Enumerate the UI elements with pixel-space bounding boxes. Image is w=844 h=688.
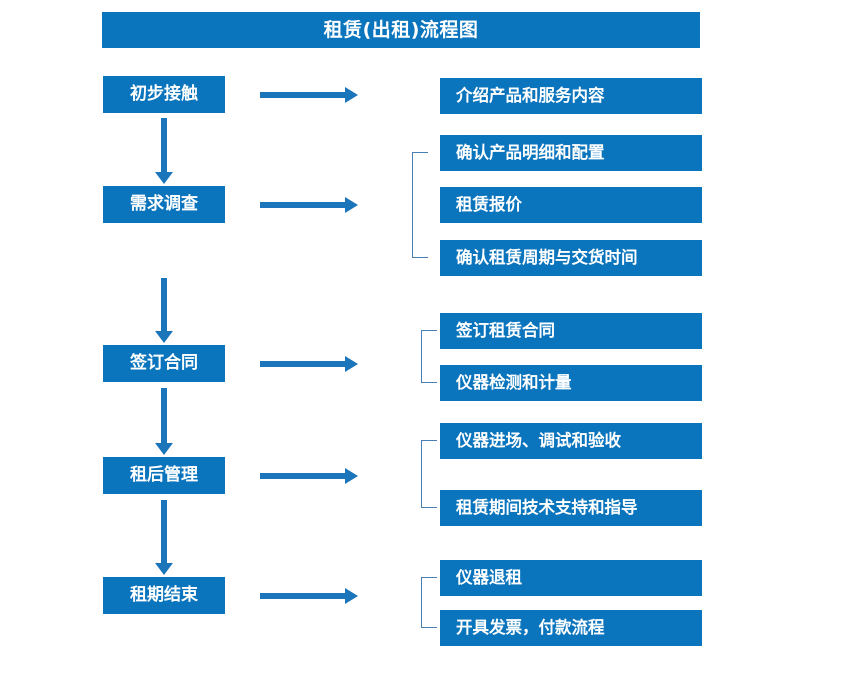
horizontal-arrow-2 <box>260 197 358 213</box>
detail-label: 签订租赁合同 <box>456 320 555 340</box>
detail-label: 仪器检测和计量 <box>456 372 572 392</box>
horizontal-arrow-1 <box>260 87 358 103</box>
vertical-arrow-1 <box>155 118 173 184</box>
detail-label: 介绍产品和服务内容 <box>456 85 605 105</box>
stage-label: 需求调查 <box>130 194 198 214</box>
arrow-shaft <box>161 500 167 563</box>
group-bracket-2 <box>412 152 428 258</box>
detail-label: 仪器退租 <box>456 567 522 587</box>
stage-box-4[interactable]: 租后管理 <box>103 457 225 494</box>
stage-box-3[interactable]: 签订合同 <box>103 345 225 382</box>
detail-box-7[interactable]: 仪器进场、调试和验收 <box>440 423 702 459</box>
vertical-arrow-2 <box>155 278 173 343</box>
group-bracket-4 <box>421 440 437 508</box>
page-title: 租赁(出租)流程图 <box>323 18 479 41</box>
detail-label: 仪器进场、调试和验收 <box>456 430 621 450</box>
stage-label: 初步接触 <box>130 84 198 104</box>
arrow-shaft <box>161 278 167 331</box>
stage-box-5[interactable]: 租期结束 <box>103 577 225 614</box>
arrow-shaft <box>260 473 345 479</box>
stage-label: 租后管理 <box>130 465 198 485</box>
detail-box-2[interactable]: 确认产品明细和配置 <box>440 135 702 171</box>
stage-box-2[interactable]: 需求调查 <box>103 186 225 223</box>
detail-label: 确认产品明细和配置 <box>456 142 605 162</box>
detail-box-3[interactable]: 租赁报价 <box>440 187 702 223</box>
arrow-head-icon <box>155 331 173 343</box>
detail-label: 开具发票，付款流程 <box>456 617 605 637</box>
detail-label: 确认租赁周期与交货时间 <box>456 247 638 267</box>
detail-label: 租赁期间技术支持和指导 <box>456 497 638 517</box>
arrow-shaft <box>260 361 345 367</box>
stage-label: 租期结束 <box>130 585 198 605</box>
horizontal-arrow-5 <box>260 588 358 604</box>
group-bracket-5 <box>421 577 437 628</box>
arrow-shaft <box>260 92 345 98</box>
detail-box-8[interactable]: 租赁期间技术支持和指导 <box>440 490 702 526</box>
arrow-head-icon <box>345 356 358 372</box>
stage-box-1[interactable]: 初步接触 <box>103 76 225 113</box>
horizontal-arrow-3 <box>260 356 358 372</box>
detail-box-6[interactable]: 仪器检测和计量 <box>440 365 702 401</box>
vertical-arrow-3 <box>155 388 173 455</box>
chart-title-bar: 租赁(出租)流程图 <box>102 12 700 48</box>
arrow-head-icon <box>345 468 358 484</box>
detail-box-9[interactable]: 仪器退租 <box>440 560 702 596</box>
vertical-arrow-4 <box>155 500 173 575</box>
arrow-head-icon <box>155 563 173 575</box>
group-bracket-3 <box>421 330 437 383</box>
arrow-head-icon <box>345 588 358 604</box>
detail-box-5[interactable]: 签订租赁合同 <box>440 313 702 349</box>
detail-box-1[interactable]: 介绍产品和服务内容 <box>440 78 702 114</box>
detail-box-4[interactable]: 确认租赁周期与交货时间 <box>440 240 702 276</box>
arrow-shaft <box>260 593 345 599</box>
arrow-shaft <box>161 118 167 172</box>
arrow-shaft <box>161 388 167 443</box>
arrow-head-icon <box>345 87 358 103</box>
arrow-head-icon <box>345 197 358 213</box>
arrow-head-icon <box>155 172 173 184</box>
detail-box-10[interactable]: 开具发票，付款流程 <box>440 610 702 646</box>
horizontal-arrow-4 <box>260 468 358 484</box>
arrow-shaft <box>260 202 345 208</box>
detail-label: 租赁报价 <box>456 194 522 214</box>
stage-label: 签订合同 <box>130 353 198 373</box>
arrow-head-icon <box>155 443 173 455</box>
